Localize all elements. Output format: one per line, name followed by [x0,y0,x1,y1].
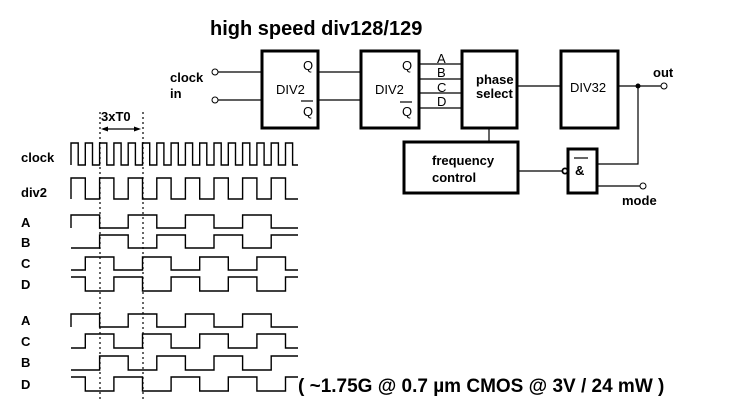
clock-in-label-1: clock [170,70,204,85]
div2-second-label: DIV2 [375,82,404,97]
waveform-c [71,256,298,271]
clock-in-label-2: in [170,86,182,101]
clock-in-terminal-icon [211,68,219,76]
div2-second-q: Q [402,58,412,73]
waveform-div2 [70,177,298,200]
out-terminal-icon [660,82,668,90]
phase-label-a: A [437,51,446,66]
div2-second-qbar: Q [402,104,412,119]
nand-gate-block [566,147,599,195]
frequency-control-label-2: control [432,170,476,185]
phase-select-label-2: select [476,86,514,101]
div2-second-block [359,49,421,130]
nand-gate-label: & [575,163,584,178]
div2-first-block [260,49,320,130]
waveform-d [71,276,298,292]
frequency-control-label-1: frequency [432,153,495,168]
signal-label-d: D [21,377,30,392]
phase-label-d: D [437,94,446,109]
out-label: out [653,65,674,80]
signal-label-clock: clock [21,150,55,165]
div2-first-q: Q [303,58,313,73]
signal-label-div2: div2 [21,185,47,200]
signal-label-c: C [21,256,31,271]
signal-label-c: C [21,334,31,349]
phase-select-label-1: phase [476,72,514,87]
div2-first-qbar: Q [303,104,313,119]
signal-label-a: A [21,215,31,230]
mode-label: mode [622,193,657,208]
phase-label-c: C [437,80,446,95]
waveform-c [71,333,298,349]
waveform-a [70,214,298,229]
frequency-control-block [402,140,520,195]
block-diagram: clock in DIV2 Q Q DIV2 Q Q A B C D phase… [170,49,674,208]
arrow-left-icon [101,126,108,132]
signal-label-b: B [21,355,30,370]
period-annotation: 3xT0 [101,109,131,124]
waveform-b [71,234,298,249]
signal-label-d: D [21,277,30,292]
spec-text: ( ~1.75G @ 0.7 µm CMOS @ 3V / 24 mW ) [298,376,664,397]
signal-label-b: B [21,235,30,250]
div32-label: DIV32 [570,80,606,95]
waveform-d [71,376,298,392]
wire-feedback [597,86,639,165]
signal-label-a: A [21,313,31,328]
mode-terminal-icon [639,182,647,190]
diagram-title: high speed div128/129 [210,18,422,40]
div32-block [559,49,620,130]
arrow-right-icon [134,126,141,132]
phase-label-b: B [437,65,446,80]
phase-select-block [460,49,519,130]
waveform-b [71,355,298,371]
clock-in-bar-terminal-icon [211,96,219,104]
waveform-a [70,313,298,328]
div2-first-label: DIV2 [276,82,305,97]
waveform-clock [70,142,298,166]
